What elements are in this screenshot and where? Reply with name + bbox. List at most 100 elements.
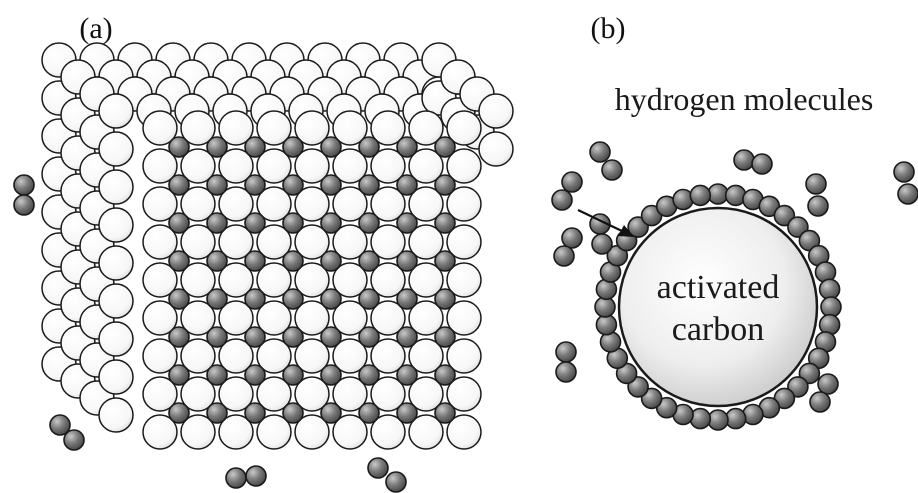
lattice-metal-atom xyxy=(332,262,368,298)
absorbed-hydrogen-atom xyxy=(396,174,418,196)
absorbed-hydrogen-atom xyxy=(244,136,266,158)
lattice-metal-atom xyxy=(180,148,216,184)
lattice-metal-atom xyxy=(446,186,482,222)
lattice-metal-atom xyxy=(332,186,368,222)
absorbed-hydrogen-atom xyxy=(168,288,190,310)
lattice-metal-atom xyxy=(370,376,406,412)
lattice-metal-atom xyxy=(332,376,368,412)
absorbed-hydrogen-atom xyxy=(396,250,418,272)
lattice-metal-atom xyxy=(408,376,444,412)
absorbed-hydrogen-atom xyxy=(320,288,342,310)
lattice-metal-atom xyxy=(98,245,134,281)
lattice-metal-atom xyxy=(408,300,444,336)
panel-b-label: (b) xyxy=(591,12,626,45)
absorbed-hydrogen-atom xyxy=(320,402,342,424)
lattice-metal-atom xyxy=(180,338,216,374)
lattice-metal-atom xyxy=(408,414,444,450)
absorbed-hydrogen-atom xyxy=(434,364,456,386)
hydrogen-molecule-atom xyxy=(49,414,71,436)
absorbed-hydrogen-atom xyxy=(282,364,304,386)
lattice-metal-atom xyxy=(218,148,254,184)
lattice-metal-atom xyxy=(256,376,292,412)
lattice-metal-atom xyxy=(180,186,216,222)
lattice-metal-atom xyxy=(294,186,330,222)
lattice-metal-atom xyxy=(218,414,254,450)
lattice-metal-atom xyxy=(294,110,330,146)
panel-a-label: (a) xyxy=(79,12,112,45)
lattice-metal-atom xyxy=(218,300,254,336)
absorbed-hydrogen-atom xyxy=(282,212,304,234)
lattice-metal-atom xyxy=(294,376,330,412)
lattice-metal-atom xyxy=(446,262,482,298)
absorbed-hydrogen-atom xyxy=(168,250,190,272)
panel-a-metal-hydride-lattice: (a) xyxy=(13,12,514,493)
lattice-metal-atom xyxy=(142,224,178,260)
lattice-metal-atom xyxy=(218,110,254,146)
lattice-metal-atom xyxy=(332,300,368,336)
absorbed-hydrogen-atom xyxy=(434,326,456,348)
absorbed-hydrogen-atom xyxy=(434,212,456,234)
absorbed-hydrogen-atom xyxy=(396,288,418,310)
hydrogen-molecule-atom xyxy=(561,227,583,249)
absorbed-hydrogen-atom xyxy=(206,174,228,196)
lattice-metal-atom xyxy=(332,338,368,374)
free-hydrogen-molecules-a xyxy=(13,174,407,493)
lattice-metal-atom xyxy=(446,300,482,336)
lattice-metal-atom xyxy=(256,262,292,298)
hydrogen-molecule-atom xyxy=(553,245,575,267)
lattice-metal-atom xyxy=(294,262,330,298)
hydrogen-molecule-atom xyxy=(751,153,773,175)
lattice-metal-atom xyxy=(180,300,216,336)
absorbed-hydrogen-atom xyxy=(244,364,266,386)
absorbed-hydrogen-atom xyxy=(358,326,380,348)
lattice-metal-atom xyxy=(446,376,482,412)
free-hydrogen-molecules-b xyxy=(551,141,918,413)
lattice-metal-atom xyxy=(218,338,254,374)
core-label-line1: activated xyxy=(657,269,780,306)
hydrogen-molecule-atom xyxy=(589,141,611,163)
lattice-metal-atom xyxy=(218,224,254,260)
hydrogen-molecule-atom xyxy=(367,457,389,479)
lattice-metal-atom xyxy=(478,93,514,129)
lattice-metal-atom xyxy=(256,338,292,374)
hydrogen-molecule-atom xyxy=(225,467,247,489)
lattice-metal-atom xyxy=(294,414,330,450)
hydrogen-molecule-atom xyxy=(63,429,85,451)
hydrogen-molecule-atom xyxy=(13,174,35,196)
absorbed-hydrogen-atom xyxy=(320,250,342,272)
absorbed-hydrogen-atom xyxy=(396,212,418,234)
hydrogen-molecule-atom xyxy=(13,194,35,216)
lattice-metal-atom xyxy=(332,148,368,184)
lattice-metal-atom xyxy=(256,224,292,260)
lattice-metal-atom xyxy=(98,397,134,433)
absorbed-hydrogen-atom xyxy=(244,250,266,272)
absorbed-hydrogen-atom xyxy=(168,174,190,196)
lattice-metal-atom xyxy=(142,186,178,222)
lattice-metal-atom xyxy=(446,110,482,146)
lattice-metal-atom xyxy=(294,300,330,336)
lattice-metal-atom xyxy=(408,338,444,374)
lattice-front-face xyxy=(142,110,482,450)
absorbed-hydrogen-atom xyxy=(320,326,342,348)
lattice-metal-atom xyxy=(142,414,178,450)
lattice-metal-atom xyxy=(98,321,134,357)
absorbed-hydrogen-atom xyxy=(244,212,266,234)
hydrogen-molecules-caption: hydrogen molecules xyxy=(615,81,874,117)
lattice-metal-atom xyxy=(408,262,444,298)
hydrogen-molecule-atom xyxy=(897,183,918,205)
lattice-metal-atom xyxy=(256,414,292,450)
lattice-metal-atom xyxy=(98,283,134,319)
lattice-metal-atom xyxy=(446,224,482,260)
lattice-metal-atom xyxy=(446,338,482,374)
lattice-metal-atom xyxy=(256,300,292,336)
absorbed-hydrogen-atom xyxy=(358,212,380,234)
lattice-metal-atom xyxy=(294,224,330,260)
lattice-metal-atom xyxy=(256,148,292,184)
lattice-metal-atom xyxy=(370,300,406,336)
absorbed-hydrogen-atom xyxy=(320,136,342,158)
lattice-metal-atom xyxy=(332,414,368,450)
lattice-metal-atom xyxy=(142,148,178,184)
lattice-metal-atom xyxy=(180,376,216,412)
hydrogen-molecule-atom xyxy=(555,361,577,383)
lattice-metal-atom xyxy=(370,338,406,374)
